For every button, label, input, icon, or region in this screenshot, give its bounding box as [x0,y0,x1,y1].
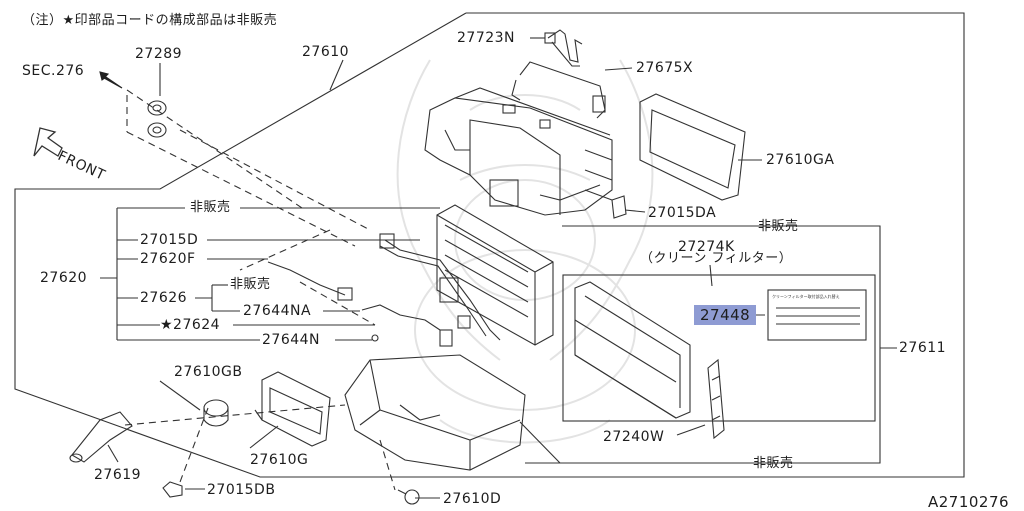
clip-27015DA [611,195,627,219]
ac-unit-housing [424,87,613,216]
screw-27610D [397,489,420,505]
part-27620[interactable]: 27620 [40,270,88,286]
hose-27619 [69,411,133,463]
grommet-27289 [147,100,167,138]
evaporator-core [436,204,554,346]
cap-27610GB [203,399,229,427]
lower-case [344,354,526,471]
filter-caption: （クリーン フィルター） [640,251,793,266]
part-27274K[interactable]: 27274K [678,239,735,255]
filter-group-box [562,274,876,422]
seal-27240W [707,358,725,440]
watermark-emblem [396,59,654,444]
part-27644N[interactable]: 27644N [262,332,321,348]
part-27610GA[interactable]: 27610GA [766,152,835,168]
part-27448-highlighted[interactable]: 27448 [694,305,757,325]
part-27644NA[interactable]: 27644NA [243,303,312,319]
filter-label-card [767,289,867,341]
filter-group-bracket [525,225,881,464]
part-27610G[interactable]: 27610G [250,452,309,468]
part-27610GB[interactable]: 27610GB [174,364,243,380]
not-sold-label-4: 非販売 [753,456,794,471]
part-27610D[interactable]: 27610D [443,491,502,507]
part-27015D[interactable]: 27015D [140,232,199,248]
frame-27610GA [639,93,746,201]
harness-27675X [511,61,606,119]
part-27723N[interactable]: 27723N [457,30,516,46]
part-27015DA[interactable]: 27015DA [648,205,717,221]
part-27240W[interactable]: 27240W [603,429,665,445]
part-27015DB[interactable]: 27015DB [207,482,276,498]
pipes-and-valve [267,233,501,347]
part-27619[interactable]: 27619 [94,467,142,483]
dashed-guides [124,89,396,491]
part-27675X[interactable]: 27675X [636,60,694,76]
not-sold-label-1: 非販売 [190,200,231,215]
label-card-text: クリーンフィルター取付部品入れ替え [772,294,840,299]
leader-lines [107,37,765,499]
duct-27610GB [254,371,331,447]
not-sold-label-2: 非販売 [758,219,799,234]
part-27620F[interactable]: 27620F [140,251,196,267]
note-text: （注）★印部品コードの構成部品は非販売 [22,13,278,28]
part-27289[interactable]: 27289 [135,46,183,62]
part-27611[interactable]: 27611 [899,340,947,356]
section-ref: SEC.276 [22,63,85,79]
clip-27015DB [162,481,183,498]
part-27610[interactable]: 27610 [302,44,350,60]
part-27624[interactable]: ★27624 [160,317,221,333]
clean-filter [574,281,691,419]
outline-frame [14,12,965,478]
not-sold-label-3: 非販売 [230,277,271,292]
part-27626[interactable]: 27626 [140,290,188,306]
harness-27723N [544,29,583,67]
diagram-code: A2710276 [928,493,1010,511]
